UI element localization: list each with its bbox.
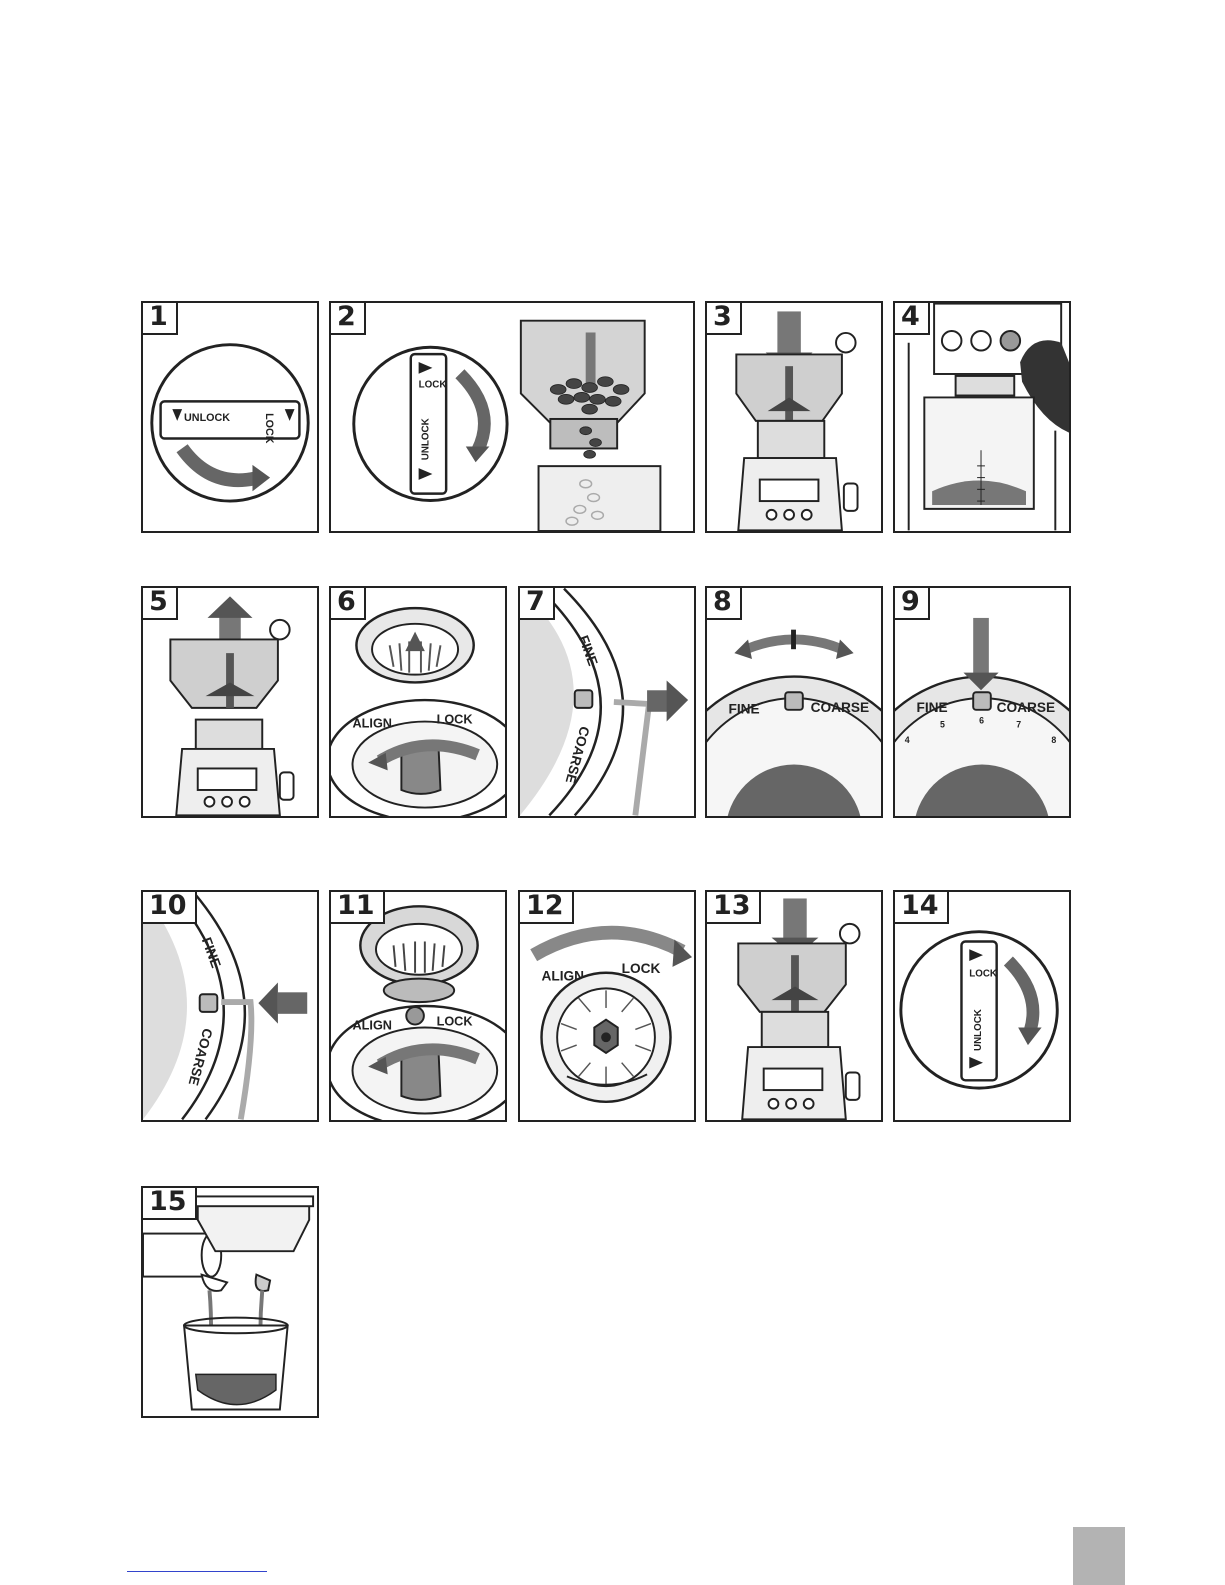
- step-number: 4: [893, 301, 930, 335]
- step-7-panel: 7 FINE COARSE: [518, 586, 696, 818]
- bean-hopper-illustration: LOCK UNLOCK: [331, 303, 693, 531]
- coarse-label: COARSE: [811, 700, 870, 715]
- grind-scale-illustration: FINE COARSE 4 5 6 7 8: [895, 588, 1069, 816]
- fine-label: FINE: [729, 702, 760, 717]
- step-number: 3: [705, 301, 742, 335]
- step-14-panel: 14 LOCK UNLOCK: [893, 890, 1071, 1122]
- espresso-pour-illustration: [143, 1188, 317, 1416]
- step-6-panel: 6 ALIGN LOCK: [329, 586, 507, 818]
- lock-label: LOCK: [419, 380, 447, 391]
- step-12-panel: 12 ALIGN LOCK: [518, 890, 696, 1122]
- step-number: 5: [141, 586, 178, 620]
- step-number: 15: [141, 1186, 197, 1220]
- step-number: 8: [705, 586, 742, 620]
- dial-reinsert-illustration: FINE COARSE: [143, 892, 317, 1120]
- dial-remove-illustration: FINE COARSE: [520, 588, 694, 816]
- step-10-panel: 10 FINE COARSE: [141, 890, 319, 1122]
- step-15-panel: 15: [141, 1186, 319, 1418]
- step-number: 13: [705, 890, 761, 924]
- unlock-label: UNLOCK: [420, 418, 431, 460]
- scale-8: 8: [1051, 735, 1056, 745]
- step-1-panel: 1 UNLOCK LOCK: [141, 301, 319, 533]
- step-9-panel: 9 FINE COARSE 4 5 6 7 8: [893, 586, 1071, 818]
- step-number: 10: [141, 890, 197, 924]
- burr-lock-illustration: ALIGN LOCK: [520, 892, 694, 1120]
- step-number: 11: [329, 890, 385, 924]
- footer-link-underline[interactable]: [127, 1571, 267, 1572]
- start-button-illustration: [895, 303, 1069, 531]
- step-number: 9: [893, 586, 930, 620]
- scale-4: 4: [905, 735, 910, 745]
- hopper-reinsert-illustration: [707, 892, 881, 1120]
- align-label: ALIGN: [353, 1018, 392, 1032]
- step-number: 14: [893, 890, 949, 924]
- burr-remove-illustration: ALIGN LOCK: [331, 588, 505, 816]
- lock-dial-illustration: UNLOCK LOCK: [143, 303, 317, 531]
- step-5-panel: 5: [141, 586, 319, 818]
- lock-label: LOCK: [263, 413, 275, 444]
- step-2-panel: 2 LOCK UNLOCK: [329, 301, 695, 533]
- step-8-panel: 8 FINE COARSE: [705, 586, 883, 818]
- scale-7: 7: [1016, 719, 1021, 729]
- lock-label: LOCK: [437, 713, 474, 727]
- step-13-panel: 13: [705, 890, 883, 1122]
- fine-label: FINE: [199, 935, 224, 969]
- grind-dial-illustration: FINE COARSE: [707, 588, 881, 816]
- lock-dial-illustration: LOCK UNLOCK: [895, 892, 1069, 1120]
- lock-label: LOCK: [437, 1015, 474, 1029]
- hopper-insert-illustration: [707, 303, 881, 531]
- step-4-panel: 4: [893, 301, 1071, 533]
- unlock-label: UNLOCK: [973, 1009, 984, 1051]
- hopper-remove-illustration: [143, 588, 317, 816]
- lock-label: LOCK: [622, 961, 661, 976]
- step-11-panel: 11 ALIGN LOCK: [329, 890, 507, 1122]
- coarse-label: COARSE: [997, 700, 1056, 715]
- coarse-label: COARSE: [186, 1027, 216, 1087]
- scale-6: 6: [979, 716, 984, 726]
- scale-5: 5: [940, 719, 945, 729]
- step-number: 2: [329, 301, 366, 335]
- align-label: ALIGN: [353, 716, 392, 730]
- fine-label: FINE: [917, 700, 948, 715]
- step-number: 6: [329, 586, 366, 620]
- step-number: 12: [518, 890, 574, 924]
- page-number-tab: [1073, 1527, 1125, 1585]
- burr-insert-illustration: ALIGN LOCK: [331, 892, 505, 1120]
- fine-label: FINE: [576, 633, 601, 667]
- step-number: 1: [141, 301, 178, 335]
- step-3-panel: 3: [705, 301, 883, 533]
- lock-label: LOCK: [969, 969, 997, 980]
- step-number: 7: [518, 586, 555, 620]
- unlock-label: UNLOCK: [184, 412, 230, 424]
